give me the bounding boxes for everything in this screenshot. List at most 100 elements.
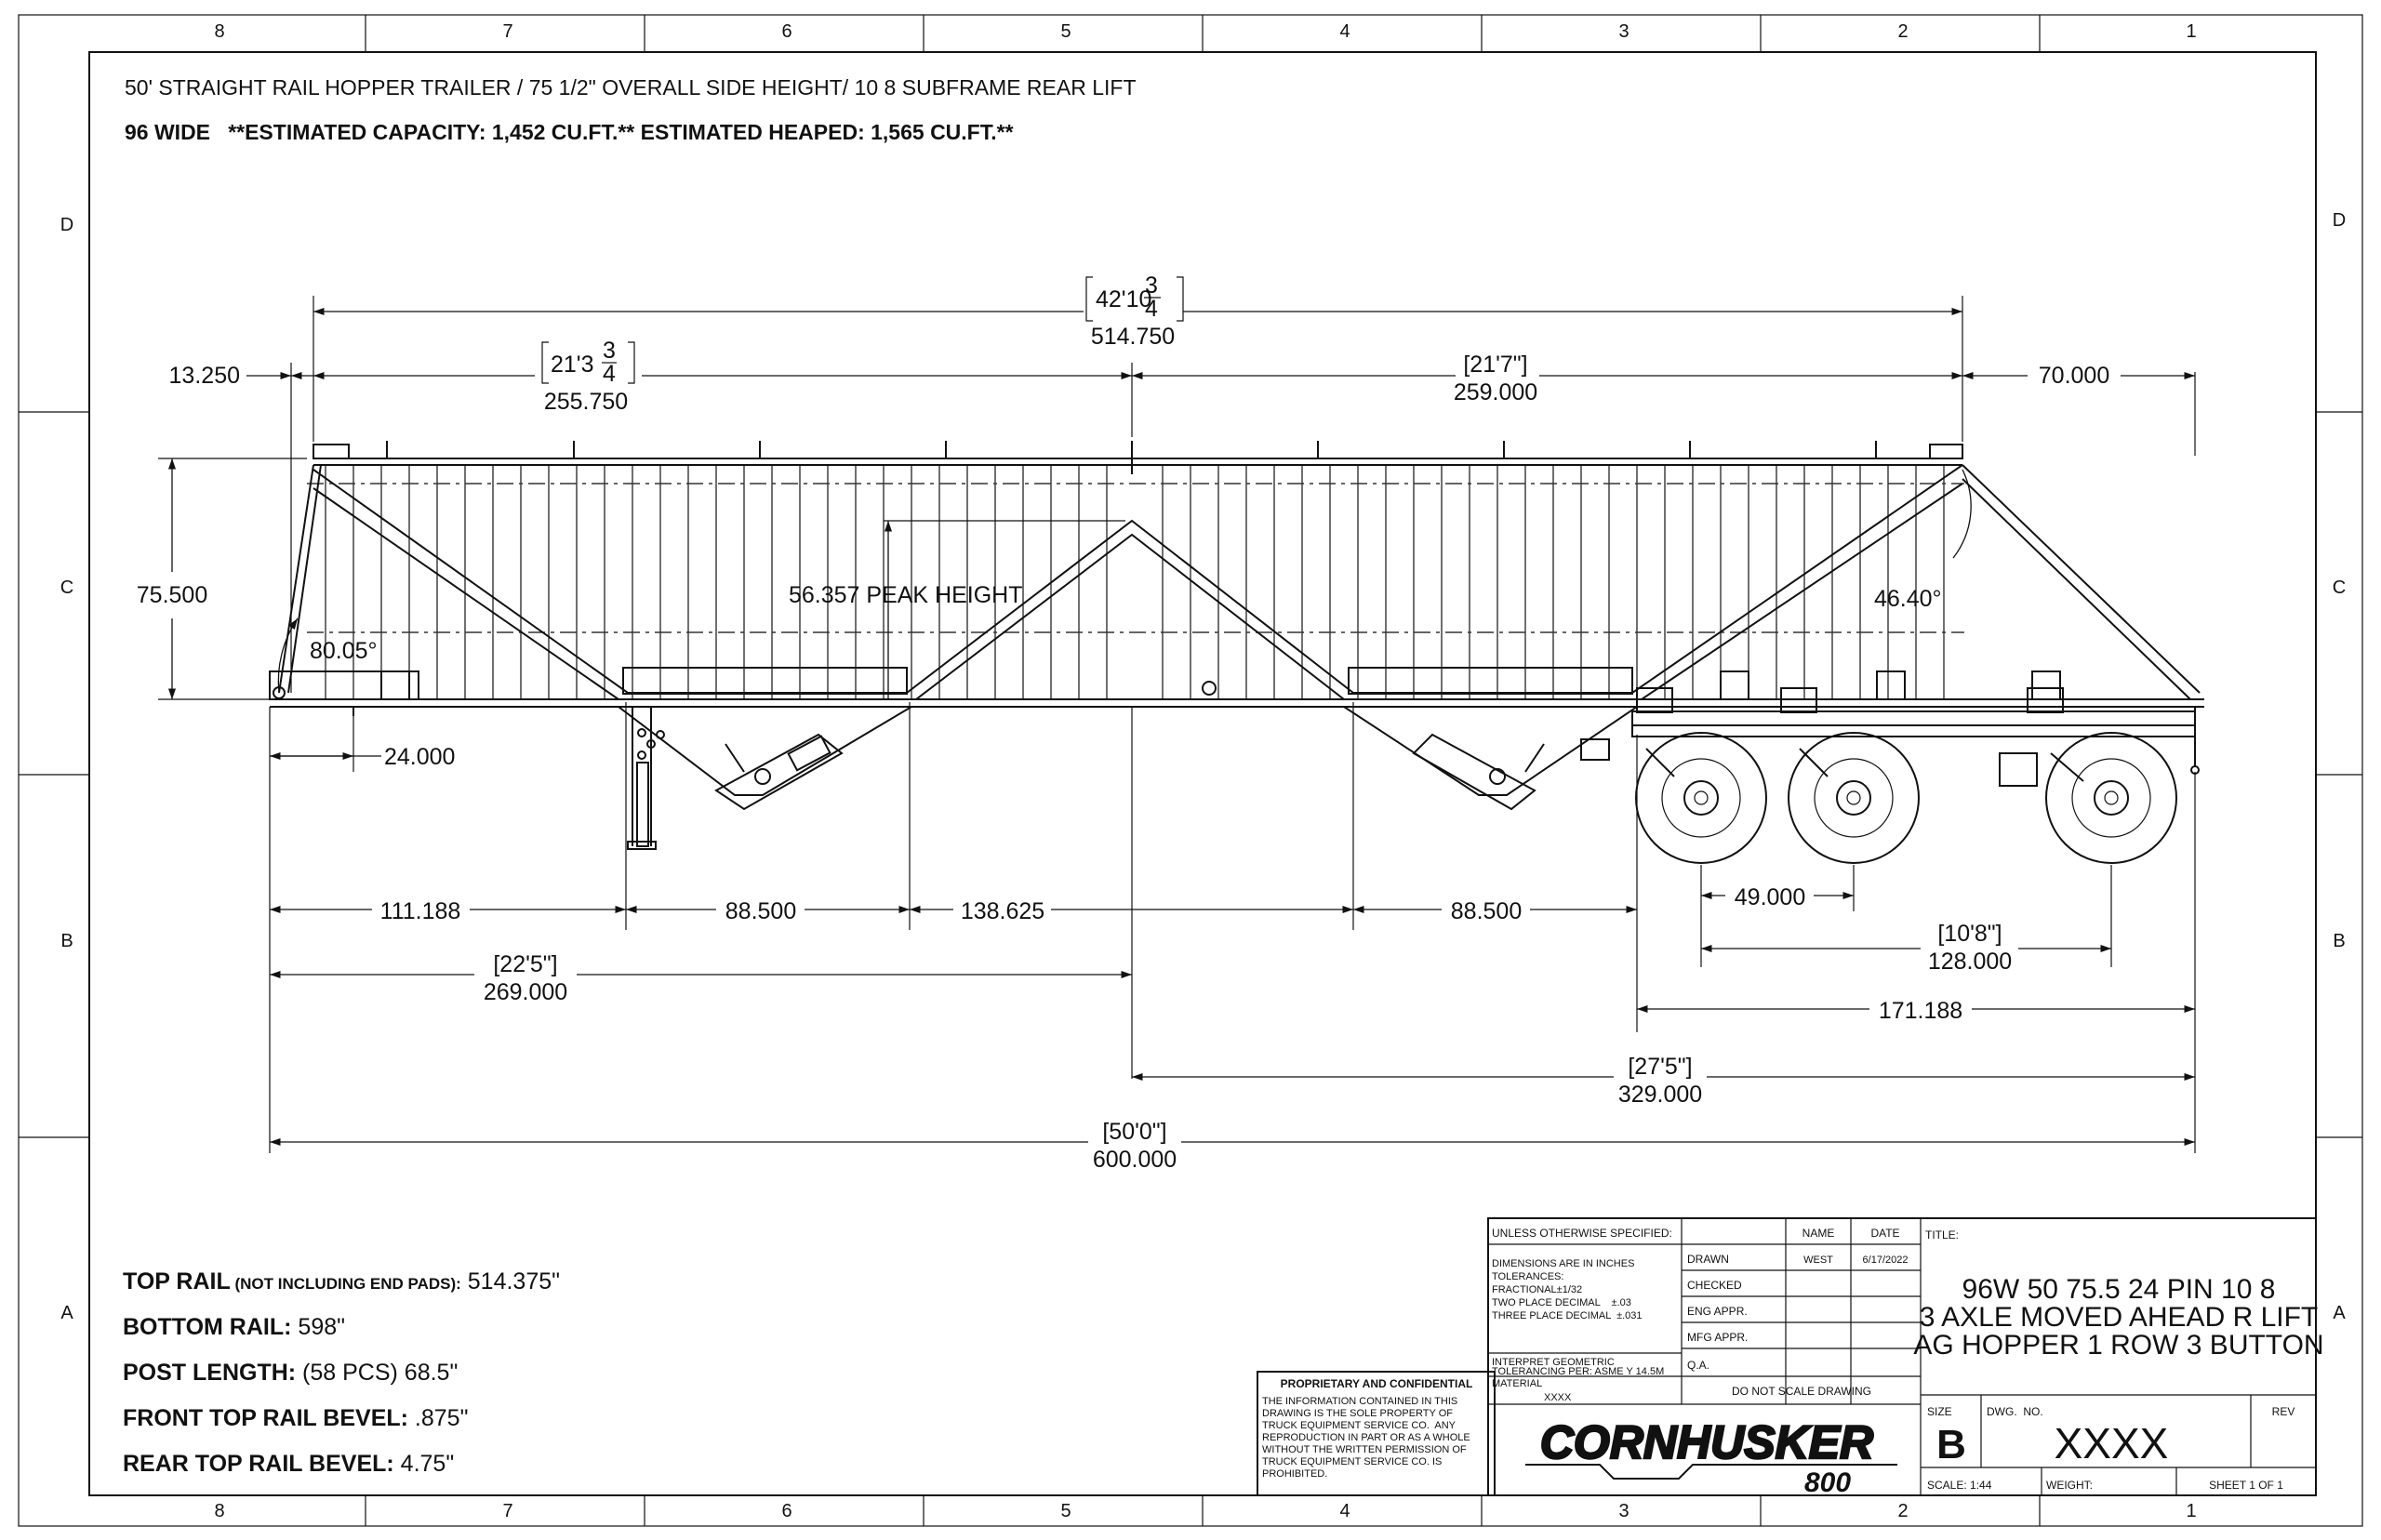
- tb-weight: WEIGHT:: [2046, 1479, 2093, 1492]
- dim-88b: 88.500: [1451, 898, 1522, 924]
- zone-col-bottom-3: 5: [1060, 1501, 1071, 1521]
- dim-111: 111.188: [380, 898, 461, 924]
- dim-left-section-ft: 21'3: [551, 352, 593, 378]
- dim-front-offset: 13.250: [169, 363, 240, 389]
- dimension-brackets: [541, 276, 1184, 384]
- proprietary-box: PROPRIETARY AND CONFIDENTIAL THE INFORMA…: [1257, 1371, 1496, 1496]
- proprietary-line-4: WITHOUT THE WRITTEN PERMISSION OF: [1262, 1444, 1467, 1455]
- hopper-gate-front: [622, 667, 908, 695]
- hopper-cone-rear: [1340, 706, 1641, 796]
- tb-col-date: DATE: [1870, 1227, 1899, 1240]
- tb-unless: UNLESS OTHERWISE SPECIFIED:: [1492, 1227, 1672, 1240]
- dim-front-angle: 80.05°: [310, 638, 378, 664]
- note-bottom-rail: BOTTOM RAIL: 598": [123, 1314, 345, 1340]
- proprietary-line-5: TRUCK EQUIPMENT SERVICE CO. IS: [1262, 1456, 1442, 1467]
- tb-dwg-value: XXXX: [2055, 1419, 2169, 1467]
- tb-size-value: B: [1936, 1422, 1966, 1467]
- axle-wheel-2: [1788, 732, 1920, 864]
- tb-material-label: MATERIAL: [1492, 1378, 1542, 1389]
- hopper-cone-front: [616, 706, 915, 796]
- tb-row-eng-label: ENG APPR.: [1687, 1305, 1748, 1318]
- notes-block: TOP RAIL (NOT INCLUDING END PADS): 514.3…: [123, 1268, 560, 1477]
- axle-wheel-3: [1999, 732, 2177, 864]
- zone-col-bottom-4: 4: [1339, 1501, 1350, 1521]
- dim-center-rear-ft: [27'5"]: [1628, 1054, 1692, 1080]
- zone-col-top-6: 2: [1897, 21, 1908, 42]
- tb-row-drawn-name: WEST: [1803, 1255, 1833, 1266]
- tb-size-label: SIZE: [1927, 1405, 1952, 1418]
- tb-title-line-2: AG HOPPER 1 ROW 3 BUTTON: [1913, 1330, 2323, 1361]
- dim-center-rear-in: 329.000: [1618, 1082, 1702, 1108]
- tb-row-mfg-label: MFG APPR.: [1687, 1331, 1748, 1344]
- zone-row-right-1: C: [2333, 578, 2346, 598]
- zone-col-top-1: 7: [502, 21, 512, 42]
- tb-tol-3: TWO PLACE DECIMAL ±.03: [1492, 1297, 1631, 1308]
- cornhusker-logo: CORNHUSKER 800: [1525, 1415, 1897, 1498]
- tb-interpret-1: TOLERANCING PER: ASME Y 14.5M: [1492, 1366, 1664, 1377]
- zone-row-right-0: D: [2333, 210, 2346, 231]
- dim-rear-overhang: 70.000: [2039, 363, 2109, 389]
- zone-ticks: [19, 15, 2362, 1526]
- zone-column-labels-top: 8 7 6 5 4 3 2 1: [214, 21, 2196, 42]
- dim-left-section-in: 255.750: [544, 389, 628, 415]
- zone-col-top-0: 8: [214, 21, 224, 42]
- zone-col-top-2: 6: [781, 21, 791, 42]
- tb-material-value: XXXX: [1544, 1392, 1572, 1403]
- dimension-texts: 42'10 3 4 514.750 13.250 21'3 3 4 255.75…: [137, 272, 2109, 1173]
- outer-border: [18, 14, 2363, 1527]
- gate-mechanism-front: [714, 733, 844, 811]
- logo-main: CORNHUSKER: [1540, 1416, 1873, 1468]
- zone-row-left-2: B: [60, 931, 73, 951]
- zone-col-top-5: 3: [1618, 21, 1629, 42]
- zone-row-labels: D C B A D C B A: [60, 210, 2347, 1323]
- tb-row-drawn-label: DRAWN: [1687, 1253, 1729, 1266]
- zone-column-labels-bottom: 8 7 6 5 4 3 2 1: [214, 1501, 2196, 1521]
- zone-row-left-3: A: [60, 1303, 73, 1323]
- dim-axle-spread-in: 128.000: [1928, 949, 2012, 975]
- suspension-subframe: [1631, 670, 2196, 737]
- tb-tol-0: DIMENSIONS ARE IN INCHES: [1492, 1258, 1634, 1269]
- tb-tol-4: THREE PLACE DECIMAL ±.031: [1492, 1310, 1643, 1321]
- landing-gear: [627, 707, 665, 850]
- dim-pin-center-in: 269.000: [484, 979, 567, 1005]
- kingpin-plate: [269, 670, 410, 700]
- proprietary-line-6: PROHIBITED.: [1262, 1468, 1327, 1480]
- tb-do-not-scale: DO NOT SCALE DRAWING: [1732, 1385, 1871, 1398]
- proprietary-line-3: REPRODUCTION IN PART OR AS A WHOLE: [1262, 1432, 1470, 1443]
- tb-tol-1: TOLERANCES:: [1492, 1271, 1563, 1282]
- note-rear-bevel: REAR TOP RAIL BEVEL: 4.75": [123, 1451, 454, 1477]
- dim-overall-top-frac-num: 3: [1145, 272, 1158, 299]
- dimension-lines: [158, 296, 2196, 1153]
- tb-row-drawn-date: 6/17/2022: [1863, 1255, 1909, 1266]
- axle-wheel-1: [1635, 732, 1767, 864]
- tb-tol-2: FRACTIONAL±1/32: [1492, 1284, 1582, 1295]
- zone-col-bottom-5: 3: [1618, 1501, 1629, 1521]
- tb-sheet: SHEET 1 OF 1: [2209, 1479, 2283, 1492]
- proprietary-heading: PROPRIETARY AND CONFIDENTIAL: [1281, 1377, 1473, 1390]
- dim-88a: 88.500: [725, 898, 796, 924]
- header-line-2: 96 WIDE **ESTIMATED CAPACITY: 1,452 CU.F…: [125, 120, 1014, 144]
- zone-col-bottom-6: 2: [1897, 1501, 1908, 1521]
- zone-col-bottom-0: 8: [214, 1501, 224, 1521]
- proprietary-line-0: THE INFORMATION CONTAINED IN THIS: [1262, 1396, 1457, 1407]
- dim-left-section-frac-den: 4: [603, 361, 616, 387]
- trailer-body: [269, 441, 2204, 864]
- dim-peak-height: 56.357 PEAK HEIGHT: [789, 582, 1023, 608]
- dim-pin-center-ft: [22'5"]: [493, 951, 557, 977]
- tb-title-line-0: 96W 50 75.5 24 PIN 10 8: [1962, 1274, 2276, 1305]
- zone-col-top-4: 4: [1339, 21, 1350, 42]
- dim-axle-spacing: 49.000: [1735, 884, 1805, 910]
- zone-row-right-2: B: [2333, 931, 2345, 951]
- dim-overall-ft: [50'0"]: [1102, 1119, 1166, 1145]
- dim-right-section-ft: [21'7"]: [1463, 352, 1527, 378]
- zone-col-top-3: 5: [1060, 21, 1071, 42]
- zone-row-left-0: D: [60, 215, 73, 235]
- dim-kingpin: 24.000: [384, 744, 455, 770]
- note-post-length: POST LENGTH: (58 PCS) 68.5": [123, 1360, 458, 1386]
- dim-overall-top-ft: 42'10: [1096, 286, 1151, 312]
- dim-overall-top-frac-den: 4: [1145, 296, 1158, 322]
- header-line-1: 50' STRAIGHT RAIL HOPPER TRAILER / 75 1/…: [125, 75, 1137, 100]
- logo-sub: 800: [1804, 1467, 1851, 1498]
- tb-interpret-0: INTERPRET GEOMETRIC: [1492, 1357, 1615, 1368]
